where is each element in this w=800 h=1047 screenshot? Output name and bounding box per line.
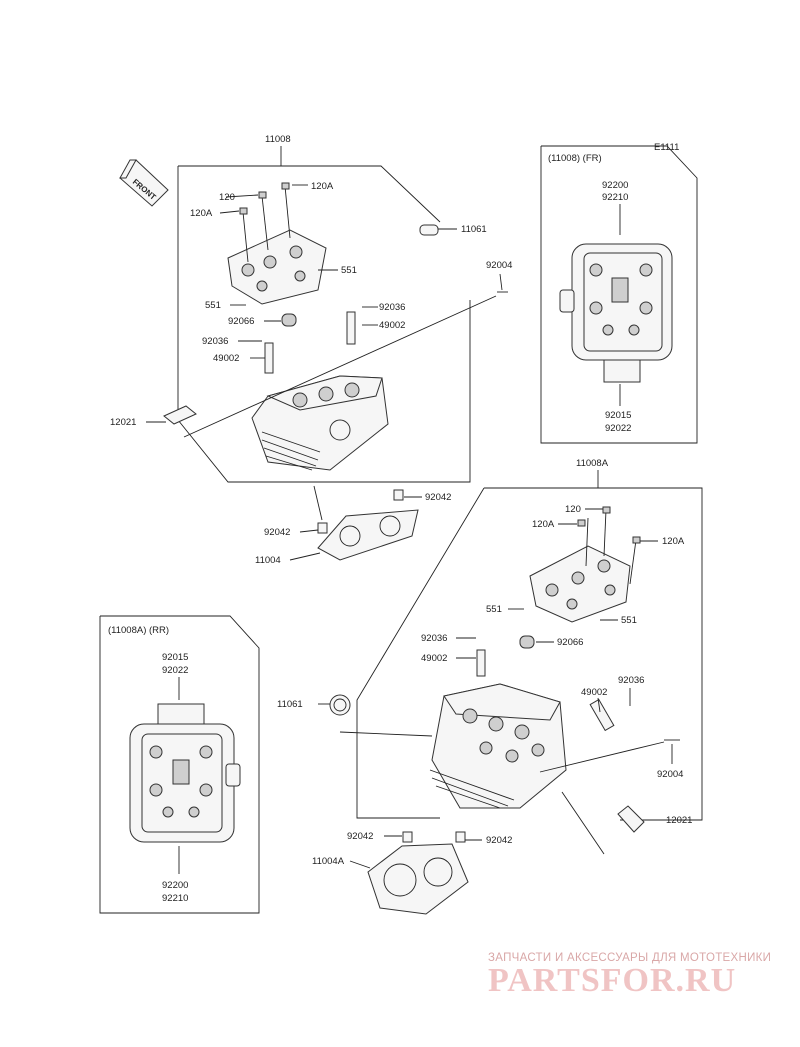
inset-fr: (11008) (FR) 92200 92210 92015 92022 <box>540 145 698 444</box>
diagram-code: E1111 <box>654 142 679 153</box>
label-rear-16: 11004A <box>312 856 345 867</box>
label-rear-9: 92036 <box>618 675 644 686</box>
front-arrow: FRONT <box>119 159 169 207</box>
rear-guide-49002-a <box>476 649 486 677</box>
label-front-2: 120A <box>311 181 334 192</box>
inset-fr-head-view <box>559 243 673 383</box>
label-front-3: 120A <box>190 208 213 219</box>
label-front-11: 92036 <box>202 336 228 347</box>
rear-rocker-holder <box>529 506 641 623</box>
front-head-gasket <box>317 509 419 561</box>
label-rear-11: 11061 <box>277 699 303 710</box>
label-front-13: 12021 <box>110 417 136 428</box>
rear-head-gasket <box>367 843 469 915</box>
front-guide-49002-b <box>264 342 274 374</box>
label-rear-14: 92042 <box>347 831 373 842</box>
inset-rr-bottom-1: 92200 <box>162 880 188 891</box>
label-rear-15: 92042 <box>486 835 512 846</box>
inset-rr-top-1: 92015 <box>162 652 188 663</box>
label-front-7: 551 <box>205 300 221 311</box>
inset-rr: (11008A) (RR) 92015 92022 92200 92210 <box>99 615 260 914</box>
rear-guide-49002-b <box>589 698 615 732</box>
label-rear-12: 92004 <box>657 769 683 780</box>
rear-dowel-92042-b <box>455 831 466 843</box>
inset-rr-top-2: 92022 <box>162 665 188 676</box>
front-rocker-holder <box>227 182 327 305</box>
rear-head-group: 11008A <box>277 458 703 915</box>
front-cylinder-head <box>251 375 389 471</box>
label-front-10: 49002 <box>379 320 405 331</box>
label-rear-13: 12021 <box>666 815 692 826</box>
front-guide-49002-a <box>346 311 356 345</box>
inset-fr-top-1: 92200 <box>602 180 628 191</box>
label-front-12: 49002 <box>213 353 239 364</box>
inset-fr-bottom-1: 92015 <box>605 410 631 421</box>
watermark-logo: PARTSFOR.RU <box>488 962 737 999</box>
label-rear-4: 551 <box>486 604 502 615</box>
label-rear-8: 49002 <box>421 653 447 664</box>
inset-rr-title: (11008A) (RR) <box>108 625 169 636</box>
rear-dowel-92042-a <box>402 831 413 843</box>
front-dowel-92042-a <box>317 522 328 534</box>
watermark-tagline: ЗАПЧАСТИ И АКСЕССУАРЫ ДЛЯ МОТОТЕХНИКИ <box>488 952 772 964</box>
label-rear-3: 120A <box>662 536 685 547</box>
label-front-4: 11061 <box>461 224 487 235</box>
front-head-group: 11008 <box>110 134 512 566</box>
rear-group-label: 11008A <box>576 458 609 469</box>
rear-cap-12021 <box>617 805 645 833</box>
rear-cover-gasket-11061 <box>329 694 351 716</box>
rear-cap-92066 <box>519 635 535 649</box>
label-rear-10: 49002 <box>581 687 607 698</box>
inset-fr-top-2: 92210 <box>602 192 628 203</box>
label-rear-2: 120A <box>532 519 555 530</box>
label-front-1: 120 <box>219 192 235 203</box>
inset-fr-bottom-2: 92022 <box>605 423 631 434</box>
watermark: ЗАПЧАСТИ И АКСЕССУАРЫ ДЛЯ МОТОТЕХНИКИ PA… <box>488 952 788 1000</box>
front-cap-12021 <box>163 405 197 425</box>
label-front-5: 551 <box>341 265 357 276</box>
label-front-14: 92042 <box>264 527 290 538</box>
label-rear-5: 551 <box>621 615 637 626</box>
rear-cylinder-head <box>429 683 567 809</box>
inset-fr-title: (11008) (FR) <box>548 153 602 164</box>
label-front-8: 92036 <box>379 302 405 313</box>
label-rear-7: 92066 <box>557 637 583 648</box>
label-rear-1: 120 <box>565 504 581 515</box>
label-front-16: 11004 <box>255 555 281 566</box>
label-front-9: 92066 <box>228 316 254 327</box>
inset-rr-head-view <box>129 703 241 843</box>
label-front-15: 92042 <box>425 492 451 503</box>
label-front-6: 92004 <box>486 260 512 271</box>
front-cap-92066 <box>281 313 297 327</box>
label-rear-6: 92036 <box>421 633 447 644</box>
front-cover-gasket-11061 <box>419 224 439 236</box>
inset-rr-bottom-2: 92210 <box>162 893 188 904</box>
front-group-label: 11008 <box>265 134 291 145</box>
front-dowel-92042-b <box>393 489 404 501</box>
